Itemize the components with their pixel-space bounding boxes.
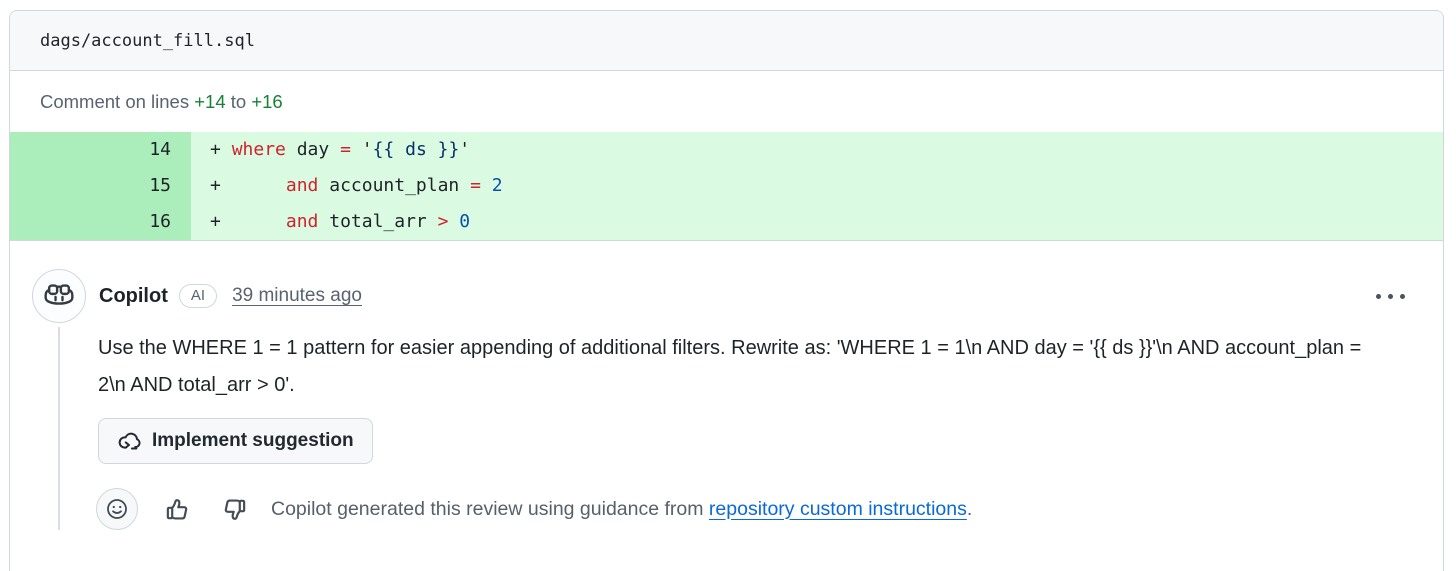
implement-suggestion-button[interactable]: Implement suggestion: [98, 418, 373, 464]
thread-connector-line: [58, 327, 60, 530]
range-prefix: Comment on lines: [40, 90, 195, 112]
timestamp-link[interactable]: 39 minutes ago: [232, 285, 362, 306]
ai-badge: AI: [178, 284, 218, 308]
diff-line-number[interactable]: 14: [10, 132, 191, 168]
diff-lines: 14+ where day = '{{ ds }}'15+ and accoun…: [10, 132, 1443, 241]
thumbs-up-button[interactable]: [164, 495, 193, 524]
kebab-menu-icon[interactable]: [1372, 284, 1409, 309]
comment-body: Use the WHERE 1 = 1 pattern for easier a…: [98, 337, 1362, 396]
diff-line: 14+ where day = '{{ ds }}': [10, 132, 1443, 168]
comment-section: Copilot AI 39 minutes ago Use the WHERE …: [10, 241, 1443, 530]
review-comment-card: dags/account_fill.sql Comment on lines +…: [9, 10, 1444, 571]
diff-line-code: + and total_arr > 0: [191, 204, 1443, 240]
diff-line-number[interactable]: 16: [10, 204, 191, 240]
reaction-row: Copilot generated this review using guid…: [96, 488, 1409, 530]
footer-note-text: Copilot generated this review using guid…: [271, 497, 709, 520]
thumbs-down-icon: [224, 498, 246, 520]
diff-line: 15+ and account_plan = 2: [10, 168, 1443, 204]
diff-line-number[interactable]: 15: [10, 168, 191, 204]
file-path: dags/account_fill.sql: [40, 30, 255, 51]
range-end-line: +16: [251, 90, 283, 112]
add-reaction-button[interactable]: [96, 488, 138, 530]
copilot-cloud-icon: [118, 432, 141, 449]
diff-line-code: + and account_plan = 2: [191, 168, 1443, 204]
thumbs-up-icon: [166, 498, 188, 520]
footer-note: Copilot generated this review using guid…: [271, 498, 972, 521]
range-start-line: +14: [194, 90, 226, 112]
smiley-icon: [107, 499, 127, 519]
diff-line-code: + where day = '{{ ds }}': [191, 132, 1443, 168]
comment-range-row: Comment on lines +14 to +16: [10, 71, 1443, 132]
copilot-icon: [44, 284, 74, 305]
footer-note-period: .: [966, 497, 973, 520]
diff-line: 16+ and total_arr > 0: [10, 204, 1443, 240]
custom-instructions-link[interactable]: repository custom instructions: [708, 497, 967, 520]
comment-author[interactable]: Copilot: [99, 284, 168, 307]
range-to: to: [225, 90, 252, 112]
file-header: dags/account_fill.sql: [10, 11, 1443, 71]
implement-suggestion-label: Implement suggestion: [152, 430, 354, 451]
comment-header: Copilot AI 39 minutes ago: [32, 269, 1409, 323]
thumbs-down-button[interactable]: [219, 495, 248, 524]
copilot-avatar[interactable]: [32, 269, 86, 323]
